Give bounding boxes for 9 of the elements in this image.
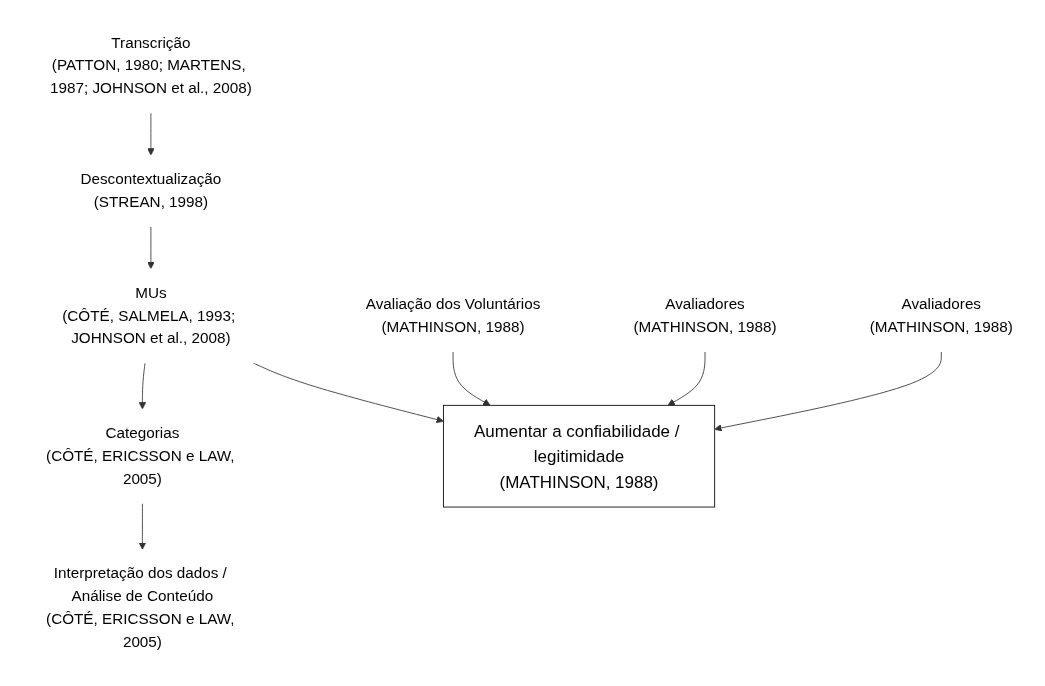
node-text: Transcrição (PATTON, 1980; MARTENS, 1987; JOHNSON et al., 2008) [49, 34, 252, 98]
node-text: Interpretação dos dados / Análise de Conteúdo (CÔTÉ, ERICSSON e LAW, 2005) [46, 565, 235, 651]
node-text: Avaliadores (MATHINSON, 1988) [633, 295, 777, 336]
node-text: Avaliação dos Voluntários (MATHINSON, 1988) [365, 295, 541, 336]
node-text: Descontextualização (STREAN, 1998) [80, 170, 222, 211]
node-text: MUs (CÔTÉ, SALMELA, 1993; JOHNSON et al., 2008) [62, 284, 236, 348]
node-text: Categorias (CÔTÉ, ERICSSON e LAW, 2005) [46, 424, 235, 488]
node-text: Avaliadores (MATHINSON, 1988) [869, 295, 1013, 336]
node-box: Aumentar a confiabilidade / legitimidade (MATHINSON, 1988) [443, 405, 716, 508]
